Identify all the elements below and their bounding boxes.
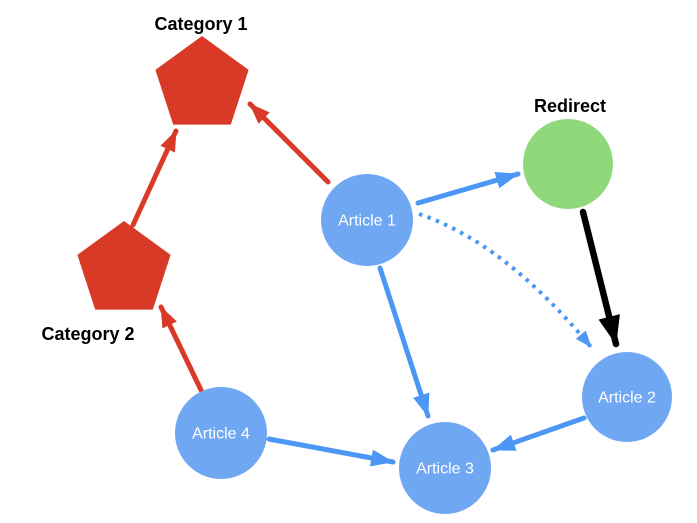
edge-article1-category1 bbox=[247, 101, 331, 185]
node-label-article3: Article 3 bbox=[416, 461, 474, 478]
node-article3 bbox=[399, 422, 491, 514]
node-label-article1: Article 1 bbox=[338, 213, 396, 230]
edge-article1-article3 bbox=[377, 265, 431, 419]
edge-article1-article2-dotted bbox=[418, 212, 593, 349]
node-label-category2: Category 2 bbox=[41, 324, 134, 344]
node-label-article2: Article 2 bbox=[598, 390, 656, 407]
node-article1 bbox=[321, 174, 413, 266]
edge-article4-article3 bbox=[266, 436, 396, 467]
edge-category2-category1 bbox=[130, 128, 179, 228]
node-label-article4: Article 4 bbox=[192, 426, 250, 443]
edge-article2-article3 bbox=[490, 415, 587, 453]
node-article2 bbox=[582, 352, 672, 442]
edge-redirect-article2 bbox=[579, 208, 620, 348]
node-category2 bbox=[77, 221, 171, 310]
node-label-redirect: Redirect bbox=[534, 96, 606, 116]
node-article4 bbox=[175, 387, 267, 479]
edge-article4-category2 bbox=[158, 304, 204, 393]
edge-article1-redirect bbox=[415, 171, 521, 206]
node-redirect bbox=[523, 119, 613, 209]
node-category1 bbox=[155, 36, 249, 125]
node-label-category1: Category 1 bbox=[154, 14, 247, 34]
